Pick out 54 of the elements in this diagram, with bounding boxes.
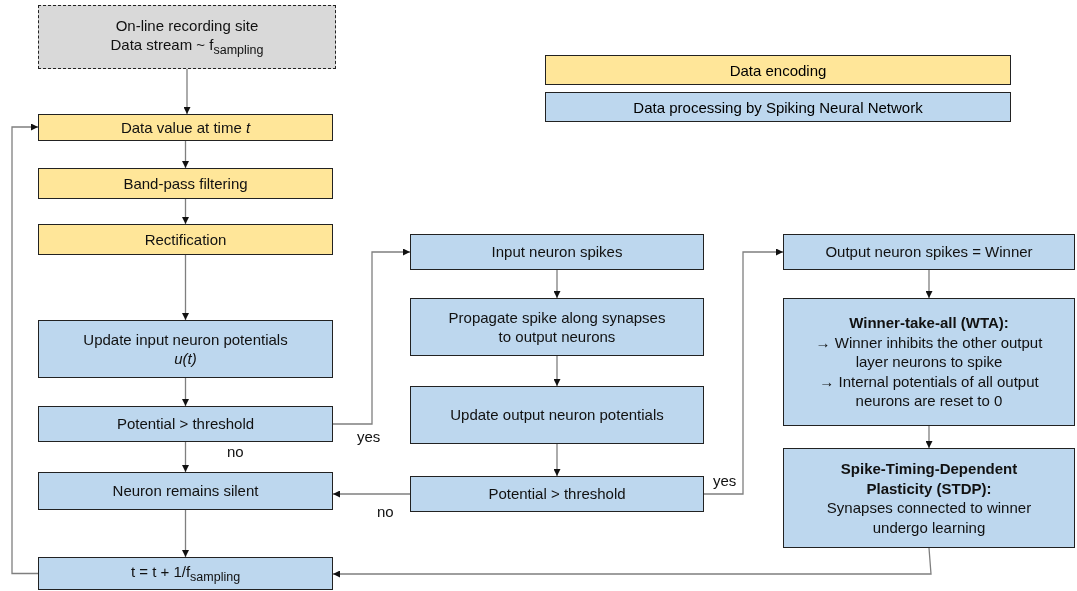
arrow: [332, 547, 932, 578]
node-text: Synapses connected to winner undergo learning: [825, 498, 1033, 537]
arrow: [553, 269, 561, 299]
arrow: [182, 140, 189, 169]
legend-text: Data encoding: [729, 61, 827, 79]
arrow: [553, 355, 561, 387]
node-text: Update output neuron potentials: [450, 405, 664, 425]
process-box: [38, 472, 333, 510]
process-box: [38, 406, 333, 442]
arrow: [182, 509, 189, 558]
node-text: Potential > threshold: [488, 484, 626, 504]
arrow: [182, 254, 189, 321]
process-box: [38, 114, 333, 141]
node-text: → Internal potentials of all output neurons are reset to 0: [818, 371, 1040, 411]
arrow: [182, 377, 189, 407]
process-box: [410, 386, 704, 444]
arrow: [703, 248, 784, 495]
node-text: Spike-Timing-Dependent Plasticity (STDP):: [839, 459, 1019, 498]
process-box: [38, 168, 333, 199]
process-box: [783, 448, 1075, 548]
legend-text: Data processing by Spiking Neural Network: [633, 98, 923, 116]
arrow: [182, 198, 189, 225]
process-box: [38, 320, 333, 378]
node-text: Band-pass filtering: [123, 173, 248, 194]
arrow: [925, 269, 933, 299]
node-text: On-line recording site: [115, 15, 259, 36]
process-box: [38, 224, 333, 255]
node-text: Data value at time t: [120, 117, 251, 138]
arrow: [11, 123, 39, 575]
process-box: [783, 234, 1075, 270]
arrow: [332, 248, 411, 425]
node-text: Update input neuron potentials: [83, 329, 288, 349]
node-text: Propagate spike along synapses to output neurons: [447, 307, 667, 347]
source-box: [38, 5, 336, 69]
process-box: [410, 298, 704, 356]
node-text: Neuron remains silent: [112, 481, 259, 501]
node-text: Winner-take-all (WTA):: [849, 313, 1009, 333]
arrow: [925, 425, 933, 449]
process-box: [410, 476, 704, 512]
node-text: Input neuron spikes: [491, 242, 623, 262]
node-text: Output neuron spikes = Winner: [825, 242, 1033, 262]
arrow: [182, 441, 189, 473]
process-box: [410, 234, 704, 270]
arrow: [553, 443, 561, 477]
process-box: [38, 557, 333, 590]
node-text: Potential > threshold: [116, 414, 255, 434]
node-text: Data stream ~ f$_{sampling}$: [110, 35, 264, 59]
arrow: [332, 490, 411, 498]
node-text: Rectification: [144, 229, 227, 250]
node-text: u(t): [174, 349, 197, 369]
process-box: [783, 298, 1075, 426]
node-text: t = t + 1/f$_{sampling}$: [130, 561, 241, 586]
arrow: [183, 68, 191, 115]
node-text: → Winner inhibits the other output layer neurons to spike: [814, 332, 1044, 372]
